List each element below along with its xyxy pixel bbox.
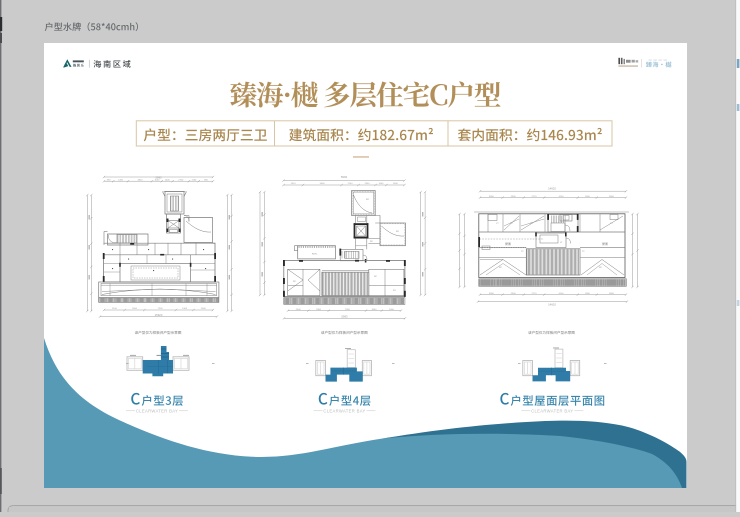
svg-text:YT: YT: [610, 223, 613, 225]
svg-text:2140: 2140: [348, 183, 354, 185]
svg-text:CLEARWATER BAY: CLEARWATER BAY: [531, 409, 573, 414]
svg-text:CLEARWATER BAY: CLEARWATER BAY: [323, 409, 365, 414]
svg-text:5460: 5460: [320, 183, 326, 185]
svg-text:YT: YT: [530, 223, 533, 225]
svg-text:1900: 1900: [182, 308, 188, 310]
svg-text:2360: 2360: [365, 183, 371, 185]
svg-text:YT: YT: [496, 223, 499, 225]
svg-text:14602: 14602: [548, 187, 556, 191]
svg-text:1400: 1400: [165, 179, 171, 181]
svg-text:CLEARWATER BAY: CLEARWATER BAY: [136, 409, 178, 414]
svg-text:1800: 1800: [371, 309, 377, 311]
svg-text:3900: 3900: [609, 293, 615, 295]
svg-text:900: 900: [204, 179, 208, 181]
svg-text:3900: 3900: [609, 196, 615, 198]
svg-text:3900: 3900: [489, 196, 495, 198]
svg-text:2770: 2770: [532, 293, 538, 295]
svg-text:1000: 1000: [154, 179, 160, 181]
svg-text:2400: 2400: [296, 309, 302, 311]
svg-text:R2YL: R2YL: [312, 254, 318, 256]
svg-text:4100: 4100: [559, 293, 565, 295]
svg-text:5993: 5993: [341, 315, 348, 319]
svg-text:15923: 15923: [155, 313, 163, 317]
svg-text:7260: 7260: [345, 309, 351, 311]
svg-text:390: 390: [107, 179, 111, 181]
svg-text:2460: 2460: [316, 309, 322, 311]
svg-text:R2: R2: [293, 281, 297, 283]
svg-text:4100: 4100: [559, 196, 565, 198]
svg-text:YT: YT: [510, 223, 513, 225]
svg-text:5993: 5993: [341, 175, 348, 179]
svg-text:T2: T2: [582, 251, 585, 253]
svg-text:R1: R1: [393, 290, 397, 292]
svg-text:2410: 2410: [291, 183, 297, 185]
svg-text:R2: R2: [366, 199, 370, 201]
svg-text:R2: R2: [374, 276, 378, 278]
svg-text:2100: 2100: [112, 308, 118, 310]
svg-text:14602: 14602: [548, 302, 556, 306]
svg-text:R2: R2: [396, 231, 400, 233]
svg-text:5993: 5993: [155, 176, 162, 180]
svg-text:4820: 4820: [138, 179, 144, 181]
svg-text:2900: 2900: [511, 196, 517, 198]
svg-text:3900: 3900: [489, 293, 495, 295]
svg-text:1400: 1400: [378, 183, 384, 185]
svg-text:1900: 1900: [585, 293, 591, 295]
svg-text:2000: 2000: [132, 308, 138, 310]
svg-text:T2: T2: [521, 251, 524, 253]
svg-text:2750: 2750: [178, 179, 184, 181]
svg-text:R2: R2: [599, 267, 603, 269]
svg-text:2400: 2400: [393, 183, 399, 185]
svg-text:1900: 1900: [585, 196, 591, 198]
svg-text:R2: R2: [370, 241, 374, 243]
svg-text:7250: 7250: [158, 308, 164, 310]
svg-text:LT: LT: [560, 242, 563, 244]
svg-text:2770: 2770: [532, 196, 538, 198]
svg-text:2900: 2900: [511, 293, 517, 295]
svg-text:1450: 1450: [118, 179, 124, 181]
svg-text:2000: 2000: [201, 308, 207, 310]
svg-text:R2: R2: [499, 267, 503, 269]
svg-text:2000: 2000: [389, 309, 395, 311]
svg-text:1150: 1150: [192, 179, 197, 181]
